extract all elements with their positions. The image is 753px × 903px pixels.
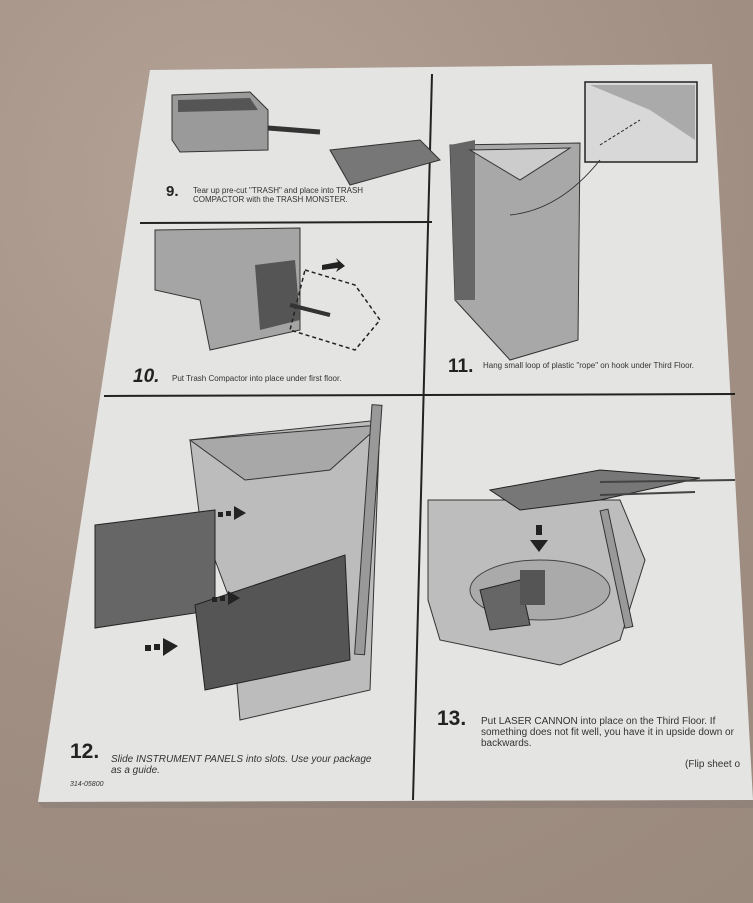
instrument-panels-illustration: [94, 404, 383, 721]
divider-vertical: [412, 73, 433, 801]
step-10-number: 10.: [133, 366, 160, 387]
step-9-text: Tear up pre-cut "TRASH" and place into T…: [193, 186, 364, 204]
step-11-text: Hang small loop of plastic "rope" on hoo…: [483, 361, 694, 370]
divider-horizontal: [103, 393, 736, 397]
part-number: 314-05800: [70, 781, 104, 788]
step-13-number: 13.: [437, 707, 467, 730]
step-13-text: Put LASER CANNON into place on the Third…: [481, 716, 734, 749]
step-9-number: 9.: [166, 183, 179, 200]
step-12-text: Slide INSTRUMENT PANELS into slots. Use …: [111, 754, 372, 776]
step-10-text: Put Trash Compactor into place under fir…: [172, 374, 342, 383]
tower-illustration: [449, 81, 698, 361]
first-floor-illustration: [154, 227, 381, 351]
trash-compactor-illustration: [171, 91, 441, 186]
divider-9-10: [139, 221, 433, 224]
flip-sheet-note: (Flip sheet o: [685, 759, 741, 770]
arrow-icons: [145, 506, 246, 656]
laser-cannon-illustration: [427, 469, 736, 666]
step-12-number: 12.: [70, 740, 100, 763]
step-11-number: 11.: [448, 356, 474, 377]
